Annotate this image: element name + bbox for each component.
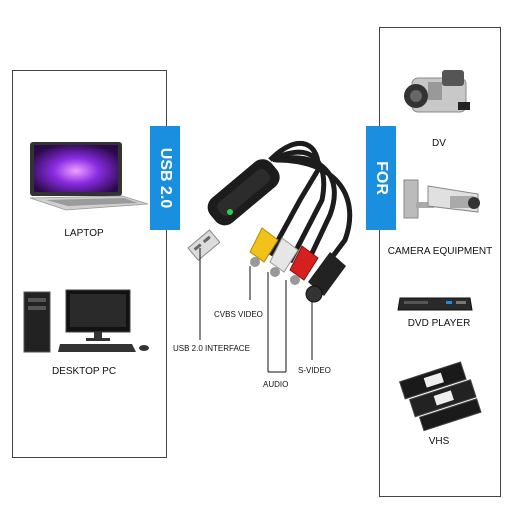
desktop-pc-label: DESKTOP PC xyxy=(51,366,117,377)
dv-label: DV xyxy=(432,138,446,149)
wire-svideo xyxy=(275,157,353,262)
rca-red-connector xyxy=(289,245,319,285)
usb-interface-label: USB 2.0 INTERFACE xyxy=(173,344,250,353)
capture-body xyxy=(207,159,280,226)
usb-plug xyxy=(187,229,221,261)
led-indicator xyxy=(227,209,233,215)
desktop-pc-icon xyxy=(23,289,149,353)
camera-equipment-label: CAMERA EQUIPMENT xyxy=(387,246,493,257)
vhs-label: VHS xyxy=(428,436,450,447)
s-video-label: S-VIDEO xyxy=(298,366,331,375)
rca-white-connector xyxy=(269,237,299,277)
laptop-icon xyxy=(29,142,149,211)
svideo-connector xyxy=(305,252,346,303)
cvbs-video-label: CVBS VIDEO xyxy=(214,310,263,319)
camcorder-icon xyxy=(404,70,470,113)
dvd-player-icon xyxy=(397,297,473,311)
for-tab: FOR xyxy=(366,126,396,230)
vhs-tapes-icon xyxy=(398,361,482,432)
audio-label: AUDIO xyxy=(263,380,289,389)
computers-panel xyxy=(12,70,167,458)
usb-tab: USB 2.0 xyxy=(150,126,180,230)
wire-audio-white xyxy=(270,149,327,264)
rca-yellow-connector xyxy=(249,227,279,267)
security-camera-icon xyxy=(403,179,480,219)
dvd-player-label: DVD PLAYER xyxy=(407,318,471,329)
laptop-label: LAPTOP xyxy=(64,228,104,239)
